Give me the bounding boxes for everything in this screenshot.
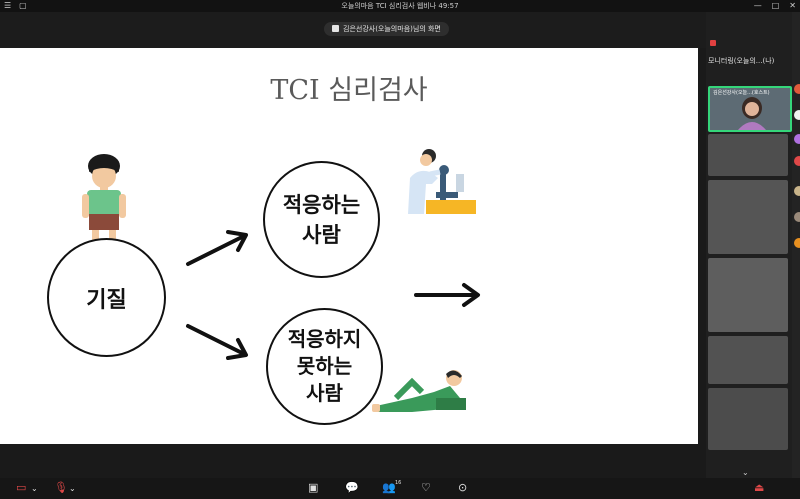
share-screen-icon[interactable]: ▣ — [308, 481, 319, 494]
attendee-dot — [794, 156, 800, 166]
window-controls: — □ ✕ — [744, 0, 796, 12]
arrow-right-icon — [414, 283, 480, 307]
window-icon[interactable]: ▢ — [19, 1, 27, 10]
reactions-icon[interactable]: ♡ — [421, 481, 431, 494]
scientist-illustration — [408, 149, 476, 214]
attendee-dot — [794, 110, 800, 120]
arrow-up-right-icon — [186, 230, 248, 266]
video-tile[interactable] — [708, 388, 788, 450]
share-label: 김은선강사(오늘의마음)님의 화면 — [343, 25, 441, 33]
adaptive-line-2: 사람 — [302, 222, 341, 247]
host-video-tile[interactable]: 김은선강사(오늘...(호스트) — [708, 86, 792, 132]
menu-icon[interactable]: ☰ — [4, 1, 12, 10]
window-title: 오늘의마음 TCI 심리검사 웹비나 49:57 — [341, 2, 459, 10]
mic-muted-icon[interactable]: 🎙 — [54, 481, 68, 494]
attendee-dot — [794, 186, 800, 196]
attendee-dot — [794, 84, 800, 94]
boy-illustration — [82, 154, 126, 248]
host-avatar — [738, 97, 766, 130]
adaptive-line-1: 적응하는 — [282, 192, 361, 217]
slide-title: TCI 심리검사 — [270, 75, 428, 106]
chat-icon[interactable]: 💬 — [345, 481, 359, 494]
maximize-icon[interactable]: □ — [771, 1, 780, 10]
participant-count: 16 — [395, 480, 402, 486]
participant-panel: 모니터링(오늘의...(나) 김은선강사(오늘...(호스트) ⌄ — [706, 12, 792, 478]
close-icon[interactable]: ✕ — [789, 1, 796, 10]
maladaptive-line-1: 적응하지 — [287, 327, 362, 351]
meeting-toolbar: ▭ ⌄ 🎙 ⌄ ▣ 💬 👥 16 ♡ ⊙ ⏏ — [0, 478, 800, 499]
participants-icon[interactable]: 👥 — [382, 481, 396, 494]
leave-icon[interactable]: ⏏ — [754, 481, 765, 494]
panel-header: 모니터링(오늘의...(나) — [708, 57, 775, 65]
maladaptive-line-2: 못하는 — [296, 354, 353, 378]
title-bar: ☰▢ 오늘의마음 TCI 심리검사 웹비나 49:57 —□✕ — [0, 0, 800, 12]
chevron-down-icon[interactable]: ⌄ — [69, 484, 76, 493]
maladaptive-line-3: 사람 — [306, 381, 343, 405]
attendee-dot — [794, 212, 800, 222]
video-tile[interactable] — [708, 134, 788, 176]
title-bar-left-icons: ☰▢ — [4, 0, 35, 12]
video-tile[interactable] — [708, 180, 788, 254]
screen-share-indicator[interactable]: 김은선강사(오늘의마음)님의 화면 — [324, 22, 449, 36]
temperament-circle: 기질 — [47, 238, 166, 357]
attendee-dot — [794, 238, 800, 248]
arrow-down-right-icon — [186, 324, 248, 360]
screen-share-icon — [332, 25, 339, 32]
minimize-icon[interactable]: — — [753, 1, 762, 10]
video-off-icon[interactable]: ▭ — [16, 481, 27, 494]
temperament-label: 기질 — [86, 287, 127, 313]
shared-slide: TCI 심리검사 기질 적응 — [0, 48, 698, 444]
chevron-down-icon[interactable]: ⌄ — [31, 484, 38, 493]
lying-person-illustration — [372, 370, 466, 412]
host-tile-label: 김은선강사(오늘...(호스트) — [713, 90, 770, 96]
attendee-dot — [794, 134, 800, 144]
video-tile[interactable] — [708, 336, 788, 384]
recording-icon — [710, 40, 716, 46]
chevron-down-icon[interactable]: ⌄ — [742, 468, 749, 477]
video-tile[interactable] — [708, 258, 788, 332]
more-icon[interactable]: ⊙ — [458, 481, 468, 494]
